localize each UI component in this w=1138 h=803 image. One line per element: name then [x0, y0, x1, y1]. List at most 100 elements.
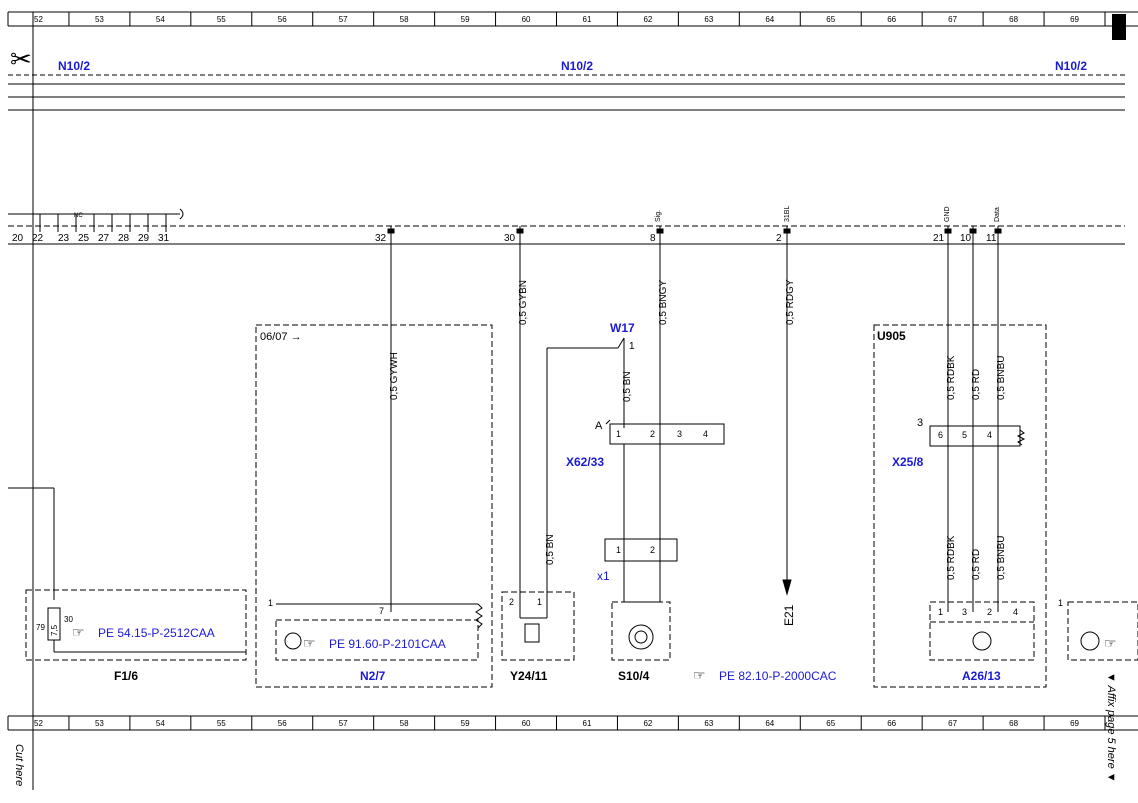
ref-a26-13[interactable]: A26/13 [962, 669, 1001, 683]
wire-label-gybn: 0,5 GYBN [518, 280, 529, 325]
pointing-hand-icon: ☞ [693, 667, 706, 683]
ref-w17[interactable]: W17 [610, 321, 635, 335]
ruler-number: 53 [95, 719, 104, 728]
ruler-number: 65 [826, 719, 835, 728]
ref-y24-11: Y24/11 [510, 669, 548, 683]
bus-pin: 27 [98, 233, 110, 244]
bus-pin: 10 [960, 233, 972, 244]
wire-label-bngy: 0,5 BNGY [658, 280, 669, 325]
pe-link-2[interactable]: PE 91.60-P-2101CAA [329, 637, 446, 651]
wire-label-rdbk-lower: 0,5 RDBK [946, 535, 957, 580]
signal-label-sig: Sig. [655, 210, 662, 222]
ref-x1[interactable]: x1 [597, 569, 610, 583]
ruler-number: 69 [1070, 719, 1079, 728]
bus-pin: 31 [158, 233, 170, 244]
ruler-number: 59 [461, 15, 470, 24]
ruler-number: 67 [948, 719, 957, 728]
bus-pin: 11 [986, 233, 997, 244]
cut-here-label: Cut here [13, 744, 25, 786]
ref-x62-33[interactable]: X62/33 [566, 455, 604, 469]
bus-pin: 23 [58, 233, 70, 244]
ruler-number: 66 [887, 719, 896, 728]
bus-pin: 20 [12, 233, 24, 244]
ref-s10-4: S10/4 [618, 669, 650, 683]
signal-label-gnd: GND [944, 206, 951, 222]
ref-x25-8[interactable]: X25/8 [892, 455, 924, 469]
f1-pin: 30 [64, 615, 73, 624]
pointing-hand-icon: ☞ [72, 624, 85, 640]
date-note: 06/07 → [260, 331, 302, 343]
ruler-number: 57 [339, 15, 348, 24]
y24-pin: 2 [509, 597, 514, 607]
ruler-number: 60 [522, 15, 531, 24]
ruler-number: 64 [765, 15, 774, 24]
wire-label-rdgy: 0,5 RDGY [785, 279, 796, 325]
ruler-number: 63 [704, 15, 713, 24]
ruler-number: 57 [339, 719, 348, 728]
wire-label-rd-upper: 0,5 RD [971, 369, 982, 400]
bus-pin: 29 [138, 233, 150, 244]
ruler-number: 60 [522, 719, 531, 728]
w17-pin: 1 [629, 341, 635, 352]
ruler-number: 68 [1009, 15, 1018, 24]
ref-n10-2-right[interactable]: N10/2 [1055, 59, 1087, 73]
x25-pin: 5 [962, 430, 967, 440]
wire-label-gywh: 0,5 GYWH [389, 352, 400, 400]
signal-label-data: Data [994, 207, 1001, 222]
ref-n10-2-center[interactable]: N10/2 [561, 59, 593, 73]
bus-pin: 22 [32, 233, 44, 244]
x25-pin: 4 [987, 430, 992, 440]
y24-pin: 1 [537, 597, 542, 607]
bus-pin: 2 [776, 233, 782, 244]
ruler-number: 62 [643, 15, 652, 24]
pe-link-1[interactable]: PE 54.15-P-2512CAA [98, 626, 215, 640]
f1-fuse-number: 79 [36, 623, 45, 632]
ruler-number: 55 [217, 719, 226, 728]
ref-n10-2-left[interactable]: N10/2 [58, 59, 90, 73]
bus-pin: 32 [375, 233, 387, 244]
bus-pin: 21 [933, 233, 945, 244]
corner-tab-icon [1112, 14, 1126, 40]
bus-pin: 30 [504, 233, 516, 244]
ruler-number: 54 [156, 15, 165, 24]
x62-pin: 2 [650, 429, 655, 439]
ruler-number: 69 [1070, 15, 1079, 24]
pe-link-3[interactable]: PE 82.10-P-2000CAC [719, 669, 837, 683]
ref-f1-6: F1/6 [114, 669, 138, 683]
ref-n2-7[interactable]: N2/7 [360, 669, 386, 683]
ruler-number: 52 [34, 719, 43, 728]
ruler-number: 63 [704, 719, 713, 728]
ruler-number: 62 [643, 719, 652, 728]
ruler-number: 65 [826, 15, 835, 24]
x25-pin: 6 [938, 430, 943, 440]
pointing-hand-icon: ☞ [1104, 635, 1117, 651]
x62-pin: 4 [703, 429, 708, 439]
ruler-number: 54 [156, 719, 165, 728]
pointing-hand-icon: ☞ [303, 635, 316, 651]
ruler-number: 66 [887, 15, 896, 24]
signal-label-31bl: 31BL [784, 206, 791, 222]
n2-pin-1: 1 [268, 598, 273, 608]
bus-pin: 8 [650, 233, 656, 244]
wire-label-rd-lower: 0,5 RD [971, 549, 982, 580]
ruler-number: 61 [583, 719, 592, 728]
ruler-number: 58 [400, 15, 409, 24]
x1-pin: 1 [616, 545, 621, 555]
nc-label: NC [74, 213, 83, 219]
scissors-icon: ✂ [10, 44, 32, 74]
ruler-number: 68 [1009, 719, 1018, 728]
ruler-number: 59 [461, 719, 470, 728]
x62-pin: 3 [677, 429, 682, 439]
ruler-number: 67 [948, 15, 957, 24]
ruler-number: 58 [400, 719, 409, 728]
x25-number: 3 [917, 417, 923, 429]
x1-pin: 2 [650, 545, 655, 555]
wire-label-bnbu-upper: 0,5 BNBU [996, 356, 1007, 400]
ruler-number: 61 [583, 15, 592, 24]
wire-label-bn-y24: 0,5 BN [545, 534, 556, 565]
wire-label-rdbk-upper: 0,5 RDBK [946, 355, 957, 400]
ref-u905: U905 [877, 329, 906, 343]
